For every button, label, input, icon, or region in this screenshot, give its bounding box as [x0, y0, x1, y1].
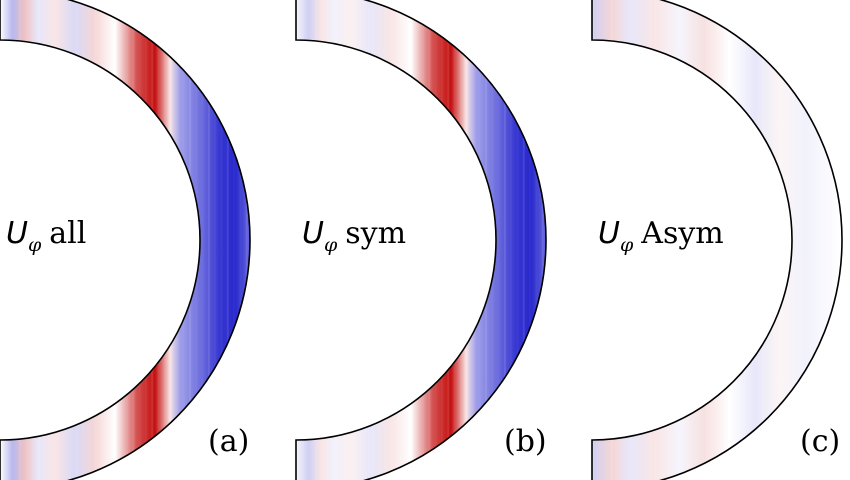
- texture-streak: [787, 0, 790, 480]
- texture-streak: [138, 0, 141, 480]
- texture-streak: [214, 0, 217, 480]
- texture-streak: [144, 0, 147, 480]
- texture-streak: [157, 0, 160, 480]
- texture-streak: [459, 0, 462, 480]
- texture-streak: [762, 0, 765, 480]
- texture-streak: [516, 0, 519, 480]
- texture-streak: [220, 0, 223, 480]
- texture-streak: [195, 0, 198, 480]
- texture-streak: [88, 0, 91, 480]
- panel-tag: (c): [800, 424, 840, 459]
- texture-streak: [434, 0, 437, 480]
- texture-streak: [806, 0, 809, 480]
- texture-streak: [818, 0, 821, 480]
- texture-streak: [0, 0, 2, 480]
- texture-streak: [422, 0, 424, 480]
- texture-streak: [510, 0, 513, 480]
- texture-streak: [485, 0, 487, 480]
- texture-streak: [94, 0, 97, 480]
- shell-outline: [591, 0, 843, 480]
- texture-streak: [636, 0, 639, 480]
- texture-streak: [201, 0, 204, 480]
- texture-streak: [781, 0, 783, 480]
- texture-streak: [768, 0, 771, 480]
- texture-streak: [736, 0, 739, 480]
- texture-streak: [113, 0, 116, 480]
- texture-streak: [730, 0, 733, 480]
- texture-streak: [799, 0, 802, 480]
- texture-streak: [170, 0, 173, 480]
- texture-streak: [529, 0, 532, 480]
- texture-streak: [503, 0, 506, 480]
- texture-streak: [440, 0, 443, 480]
- texture-streak: [245, 0, 248, 480]
- texture-streak: [119, 0, 122, 480]
- texture-streak: [831, 0, 834, 480]
- texture-streak: [296, 0, 298, 480]
- texture-streak: [340, 0, 343, 480]
- texture-streak: [724, 0, 727, 480]
- texture-streak: [592, 0, 594, 480]
- texture-streak: [837, 0, 840, 480]
- texture-streak: [233, 0, 236, 480]
- texture-streak: [44, 0, 47, 480]
- texture-streak: [226, 0, 229, 480]
- texture-streak: [189, 0, 191, 480]
- panel-tag: (b): [504, 424, 547, 459]
- texture-streak: [535, 0, 538, 480]
- texture-streak: [207, 0, 210, 480]
- texture-streak: [749, 0, 752, 480]
- texture-streak: [497, 0, 500, 480]
- texture-streak: [126, 0, 128, 480]
- texture-streak: [447, 0, 450, 480]
- texture-streak: [541, 0, 544, 480]
- texture-streak: [132, 0, 135, 480]
- texture-streak: [176, 0, 179, 480]
- panel-tag: (a): [208, 424, 249, 459]
- texture-streak: [415, 0, 418, 480]
- texture-streak: [491, 0, 494, 480]
- texture-streak: [428, 0, 431, 480]
- texture-streak: [453, 0, 456, 480]
- texture-streak: [472, 0, 475, 480]
- texture-streak: [239, 0, 242, 480]
- shell-outline: [0, 0, 251, 480]
- texture-streak: [755, 0, 758, 480]
- texture-streak: [163, 0, 166, 480]
- shell-outline: [295, 0, 547, 480]
- texture-streak: [522, 0, 525, 480]
- texture-streak: [100, 0, 103, 480]
- texture-streak: [793, 0, 796, 480]
- texture-streak: [743, 0, 746, 480]
- texture-streak: [409, 0, 412, 480]
- texture-streak: [466, 0, 469, 480]
- texture-streak: [151, 0, 154, 480]
- texture-streak: [825, 0, 828, 480]
- texture-streak: [812, 0, 815, 480]
